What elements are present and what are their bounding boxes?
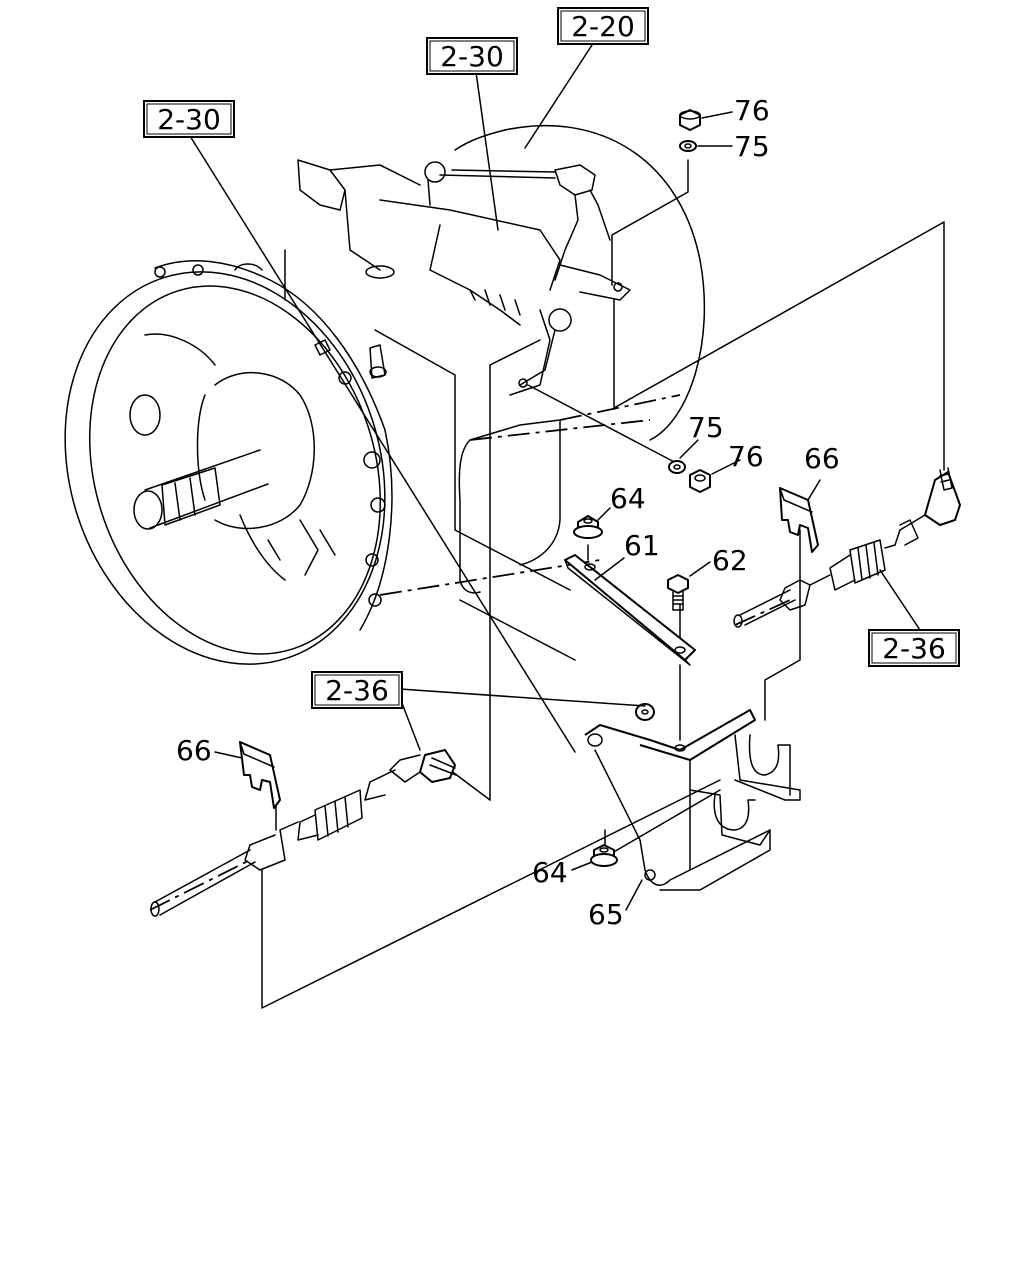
reference-label: 2-20: [571, 10, 635, 43]
part-callouts: 76 75 75 76 66 64 61 62 66 64 65: [176, 94, 840, 931]
callout-61: 61: [624, 529, 660, 562]
bolt-62: [667, 574, 689, 611]
bushing: [635, 703, 655, 721]
transmission-housing: [64, 124, 706, 665]
callout-66-right: 66: [804, 442, 840, 475]
callout-64-top: 64: [610, 482, 646, 515]
reference-label: 2-36: [325, 674, 389, 707]
reference-box-2-36-right[interactable]: 2-36: [868, 629, 960, 667]
callout-66-left: 66: [176, 734, 212, 767]
clip-66-right: [779, 487, 819, 553]
callout-75-top: 75: [734, 130, 770, 163]
callout-64-bottom: 64: [532, 856, 568, 889]
callout-75-mid: 75: [688, 411, 724, 444]
washer-75-mid: [668, 460, 686, 474]
bracket-65: [584, 709, 801, 891]
callout-76-top: 76: [734, 94, 770, 127]
washer-75-top: [679, 140, 697, 152]
control-cable-right: [733, 467, 961, 628]
callout-62: 62: [712, 544, 748, 577]
callout-leaders: [189, 44, 921, 911]
reference-box-2-20[interactable]: 2-20: [557, 7, 649, 45]
shift-mechanism: [234, 159, 631, 396]
callout-65: 65: [588, 898, 624, 931]
reference-label: 2-30: [440, 40, 504, 73]
reference-box-2-36-left[interactable]: 2-36: [311, 671, 403, 709]
reference-box-2-30-left[interactable]: 2-30: [143, 100, 235, 138]
flange-nut-64-bottom: [590, 844, 618, 867]
reference-label: 2-30: [157, 103, 221, 136]
flange-nut-64-top: [573, 515, 603, 539]
reference-label: 2-36: [882, 632, 946, 665]
nut-76-mid: [689, 469, 711, 493]
clip-66-left: [239, 741, 281, 809]
callout-76-mid: 76: [728, 440, 764, 473]
leader-lines: [149, 159, 945, 1009]
nut-76-top: [679, 109, 701, 131]
strap-bracket-61: [564, 554, 696, 666]
reference-box-2-30-top[interactable]: 2-30: [426, 37, 518, 75]
control-cable-left: [150, 749, 457, 917]
